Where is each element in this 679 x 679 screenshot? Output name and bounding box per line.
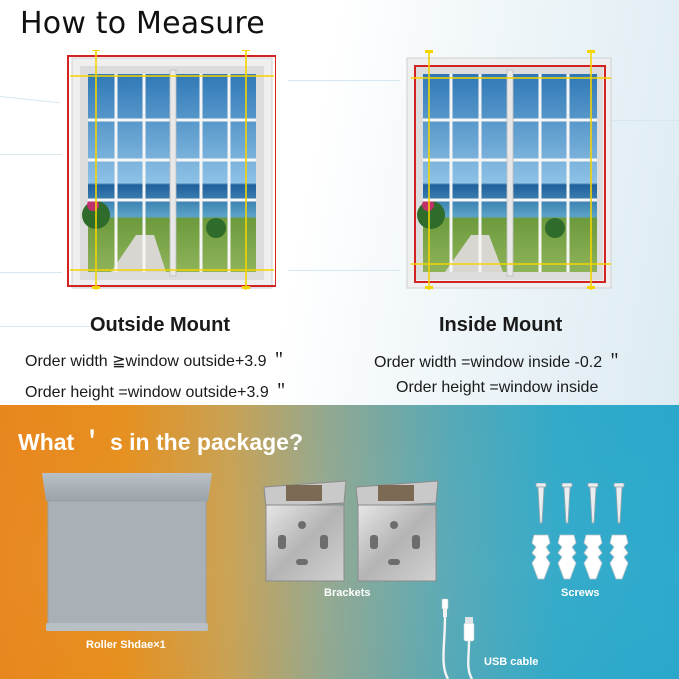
roller-shade-image bbox=[42, 471, 212, 633]
brackets-graphic bbox=[263, 480, 439, 582]
screw bbox=[587, 482, 599, 524]
roller-shade-graphic bbox=[42, 473, 212, 631]
decor-line bbox=[0, 96, 60, 104]
inside-width-formula: Order width =window inside -0.2 ＂ bbox=[374, 354, 623, 371]
wall-anchor bbox=[609, 534, 629, 580]
screws-image bbox=[528, 482, 634, 583]
usb-cable-graphic bbox=[441, 598, 475, 679]
decor-line bbox=[0, 154, 62, 155]
how-to-measure-section: How to Measure bbox=[0, 0, 679, 405]
wall-anchor bbox=[583, 534, 603, 580]
inside-mount-window-illustration bbox=[405, 50, 615, 290]
bracket-right bbox=[355, 480, 439, 582]
outside-width-formula: Order width ≧window outside+3.9 ＂ bbox=[25, 353, 287, 370]
wall-anchor bbox=[557, 534, 577, 580]
outside-height-formula: Order height =window outside+3.9 ＂ bbox=[25, 384, 290, 401]
decor-line bbox=[288, 80, 400, 81]
brackets-label: Brackets bbox=[324, 587, 371, 599]
decor-line bbox=[0, 272, 62, 273]
inside-mount-label: Inside Mount bbox=[439, 314, 563, 336]
screw bbox=[561, 482, 573, 524]
window-inside-graphic bbox=[406, 50, 612, 290]
brackets-image bbox=[260, 477, 442, 583]
screws-graphic bbox=[531, 482, 629, 580]
usb-cable-image bbox=[432, 595, 492, 679]
window-outside-graphic bbox=[67, 50, 276, 290]
screw bbox=[613, 482, 625, 524]
package-contents-section: What ＇ s in the package? Roller Shdae×1 bbox=[0, 405, 679, 679]
decor-line bbox=[0, 326, 90, 327]
page-title: How to Measure bbox=[20, 6, 265, 41]
bracket-left bbox=[263, 480, 347, 582]
decor-line bbox=[288, 270, 400, 271]
outside-mount-label: Outside Mount bbox=[90, 314, 230, 336]
wall-anchor bbox=[531, 534, 551, 580]
shade-label: Roller Shdae×1 bbox=[86, 639, 166, 651]
decor-line bbox=[610, 120, 679, 121]
screw bbox=[535, 482, 547, 524]
inside-height-formula: Order height =window inside bbox=[396, 379, 599, 396]
package-title: What ＇ s in the package? bbox=[18, 429, 303, 455]
usb-cable-label: USB cable bbox=[484, 656, 539, 668]
screws-label: Screws bbox=[561, 587, 600, 599]
outside-mount-window-illustration bbox=[66, 50, 276, 290]
